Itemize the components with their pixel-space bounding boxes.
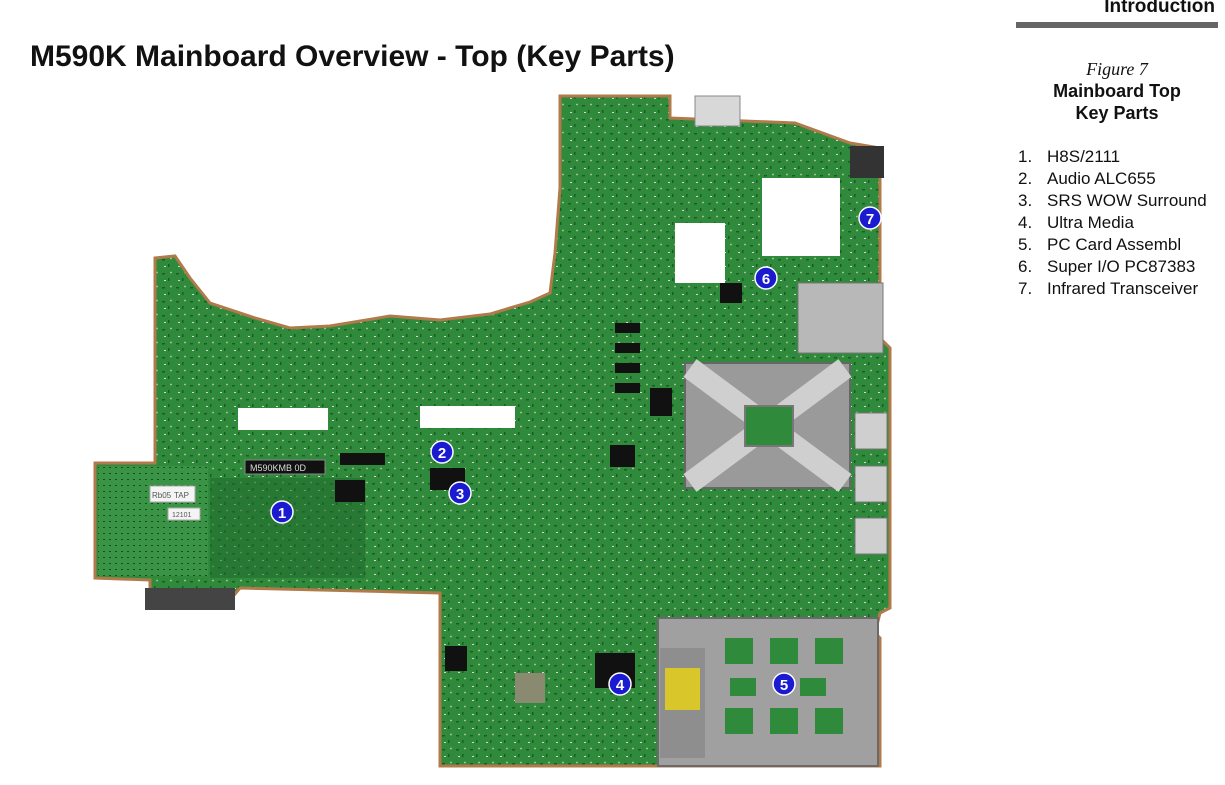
list-item: 4. Ultra Media bbox=[1018, 212, 1224, 234]
part-name: Ultra Media bbox=[1047, 213, 1134, 232]
parts-list: 1. H8S/2111 2. Audio ALC655 3. SRS WOW Surr… bbox=[1018, 146, 1224, 300]
figure-caption: Figure 7 Mainboard Top Key Parts bbox=[1016, 58, 1218, 124]
sticker-id: 12101 bbox=[172, 512, 192, 519]
marker-4: 4 bbox=[608, 672, 632, 696]
part-number: 2. bbox=[1018, 169, 1033, 188]
marker-5: 5 bbox=[772, 672, 796, 696]
part-name: Infrared Transceiver bbox=[1047, 279, 1199, 298]
usb-connectors bbox=[854, 412, 888, 555]
part-name: Audio ALC655 bbox=[1047, 169, 1156, 188]
list-item: 6. Super I/O PC87383 bbox=[1018, 256, 1224, 278]
part-number: 3. bbox=[1018, 191, 1033, 210]
mainboard-photo: M590KMB 0D TAP Rb05 12101 bbox=[90, 88, 905, 783]
silkscreen-label: M590KMB 0D bbox=[250, 463, 307, 473]
mainboard-illustration: M590KMB 0D TAP Rb05 12101 bbox=[93, 94, 892, 768]
part-number: 6. bbox=[1018, 257, 1033, 276]
marker-5-number: 5 bbox=[780, 677, 788, 694]
power-jack bbox=[850, 146, 884, 178]
section-label: Introduction bbox=[1104, 0, 1215, 17]
part-number: 4. bbox=[1018, 213, 1033, 232]
part-name: SRS WOW Surround bbox=[1047, 191, 1207, 210]
pc-card-cage bbox=[657, 617, 879, 767]
cpu-heatsink bbox=[683, 359, 852, 492]
part-name: PC Card Assembl bbox=[1047, 235, 1182, 254]
figure-title-line2: Key Parts bbox=[1075, 103, 1159, 123]
marker-3: 3 bbox=[448, 481, 472, 505]
marker-4-number: 4 bbox=[616, 677, 625, 694]
marker-2-number: 2 bbox=[438, 445, 446, 462]
part-number: 7. bbox=[1018, 279, 1033, 298]
marker-7: 7 bbox=[858, 206, 882, 230]
sticker-tap: TAP bbox=[174, 491, 189, 500]
figure-number: Figure 7 bbox=[1086, 59, 1148, 79]
list-item: 3. SRS WOW Surround bbox=[1018, 190, 1224, 212]
part-name: H8S/2111 bbox=[1047, 147, 1121, 166]
marker-6-number: 6 bbox=[762, 271, 770, 288]
part-name: Super I/O PC87383 bbox=[1047, 257, 1196, 276]
figure-title: Mainboard Top Key Parts bbox=[1016, 80, 1218, 124]
marker-1-number: 1 bbox=[278, 505, 286, 522]
bottom-connector bbox=[145, 588, 235, 610]
vga-connector bbox=[694, 95, 741, 127]
part-number: 1. bbox=[1018, 147, 1033, 166]
marker-2: 2 bbox=[430, 440, 454, 464]
part-number: 5. bbox=[1018, 235, 1033, 254]
sticker-rb: Rb05 bbox=[152, 491, 172, 500]
list-item: 5. PC Card Assembl bbox=[1018, 234, 1224, 256]
marker-3-number: 3 bbox=[456, 486, 464, 503]
marker-7-number: 7 bbox=[866, 211, 874, 228]
list-item: 7. Infrared Transceiver bbox=[1018, 278, 1224, 300]
page-title: M590K Mainboard Overview - Top (Key Part… bbox=[30, 40, 675, 73]
section-rule bbox=[1016, 22, 1218, 28]
list-item: 1. H8S/2111 bbox=[1018, 146, 1224, 168]
list-item: 2. Audio ALC655 bbox=[1018, 168, 1224, 190]
marker-1: 1 bbox=[270, 500, 294, 524]
inductor bbox=[515, 673, 545, 703]
marker-6: 6 bbox=[754, 266, 778, 290]
lan-connector bbox=[797, 282, 884, 354]
figure-title-line1: Mainboard Top bbox=[1053, 81, 1181, 101]
